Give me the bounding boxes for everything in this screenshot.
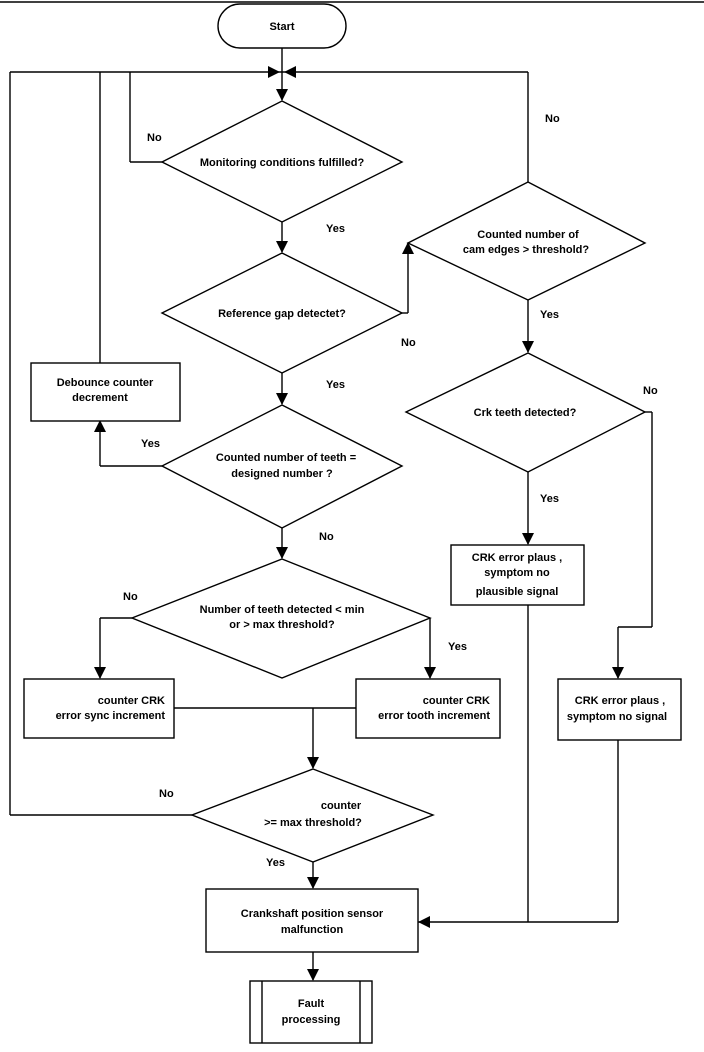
reference-gap-decision: [160, 252, 404, 374]
crk-teeth-text: Crk teeth detected?: [474, 407, 577, 419]
crk-teeth-no-label: No: [643, 385, 658, 397]
arrow-to-monitoring: [276, 89, 288, 101]
debounce-text-2: decrement: [72, 392, 128, 404]
teeth-count-yes-label: Yes: [141, 438, 160, 450]
arrow-to-fault: [307, 969, 319, 981]
malfunction-text-2: malfunction: [281, 924, 344, 936]
no-signal-text-2: symptom no signal: [567, 711, 667, 723]
teeth-range-no-label: No: [123, 591, 138, 603]
reference-no-label: No: [401, 337, 416, 349]
tooth-increment-box: [355, 678, 501, 739]
cam-edges-no-label: No: [545, 113, 560, 125]
teeth-range-decision: [130, 558, 432, 679]
cam-edges-text-2: cam edges > threshold?: [463, 244, 590, 256]
arrow-to-tooth-inc: [424, 667, 436, 679]
debounce-text-1: Debounce counter: [57, 377, 154, 389]
crk-teeth-decision: [404, 352, 647, 473]
arrow-to-crk-teeth: [522, 341, 534, 353]
counter-text-1: counter: [321, 800, 362, 812]
monitoring-yes-label: Yes: [326, 223, 345, 235]
fault-text-2: processing: [282, 1014, 341, 1026]
tooth-increment-text-2: error tooth increment: [378, 710, 490, 722]
plausible-signal-text-1: CRK error plaus ,: [472, 552, 562, 564]
monitoring-no-label: No: [147, 132, 162, 144]
arrow-to-reference: [276, 241, 288, 253]
arrow-to-plaus: [522, 533, 534, 545]
teeth-count-text-1: Counted number of teeth =: [216, 452, 356, 464]
monitoring-decision: [160, 100, 404, 223]
counter-no-label: No: [159, 788, 174, 800]
arrow-loop-right: [284, 66, 296, 78]
fault-text-1: Fault: [298, 998, 325, 1010]
malfunction-box: [205, 888, 419, 953]
sync-increment-text-2: error sync increment: [56, 710, 166, 722]
counter-text-2: >= max threshold?: [264, 817, 362, 829]
arrow-into-malfunction: [418, 916, 430, 928]
debounce-box: [30, 362, 181, 422]
cam-edges-text-1: Counted number of: [477, 229, 579, 241]
arrow-to-cam: [402, 242, 414, 254]
start-text: Start: [269, 21, 294, 33]
arrow-to-sync-inc: [94, 667, 106, 679]
plausible-signal-box: [450, 544, 585, 606]
teeth-range-text-2: or > max threshold?: [229, 619, 335, 631]
crk-teeth-yes-label: Yes: [540, 493, 559, 505]
teeth-range-text-1: Number of teeth detected < min: [200, 604, 365, 616]
plausible-signal-text-2: symptom no: [484, 567, 550, 579]
counter-threshold-decision: [190, 768, 435, 863]
tooth-increment-text-1: counter CRK: [423, 695, 490, 707]
cam-edges-decision: [406, 181, 647, 301]
start-terminal: [217, 3, 347, 49]
reference-yes-label: Yes: [326, 379, 345, 391]
no-signal-text-1: CRK error plaus ,: [575, 695, 665, 707]
arrow-loop-left: [268, 66, 280, 78]
counter-yes-label: Yes: [266, 857, 285, 869]
arrow-to-debounce: [94, 420, 106, 432]
arrow-to-nosignal: [612, 667, 624, 679]
arrow-to-teeth-range: [276, 547, 288, 559]
arrow-to-malfunction: [307, 877, 319, 889]
teeth-range-yes-label: Yes: [448, 641, 467, 653]
teeth-count-text-2: designed number ?: [231, 468, 333, 480]
sync-increment-text-1: counter CRK: [98, 695, 165, 707]
reference-gap-text: Reference gap detectet?: [218, 308, 346, 320]
monitoring-text: Monitoring conditions fulfilled?: [200, 157, 365, 169]
malfunction-text-1: Crankshaft position sensor: [241, 908, 384, 920]
cam-edges-yes-label: Yes: [540, 309, 559, 321]
arrow-to-teeth-count: [276, 393, 288, 405]
arrow-to-counter: [307, 757, 319, 769]
fault-processing-box: [249, 980, 373, 1044]
teeth-count-no-label: No: [319, 531, 334, 543]
sync-increment-box: [23, 678, 175, 739]
plausible-signal-text-3: plausible signal: [476, 586, 559, 598]
no-signal-box: [557, 678, 682, 741]
teeth-count-decision: [160, 404, 404, 529]
